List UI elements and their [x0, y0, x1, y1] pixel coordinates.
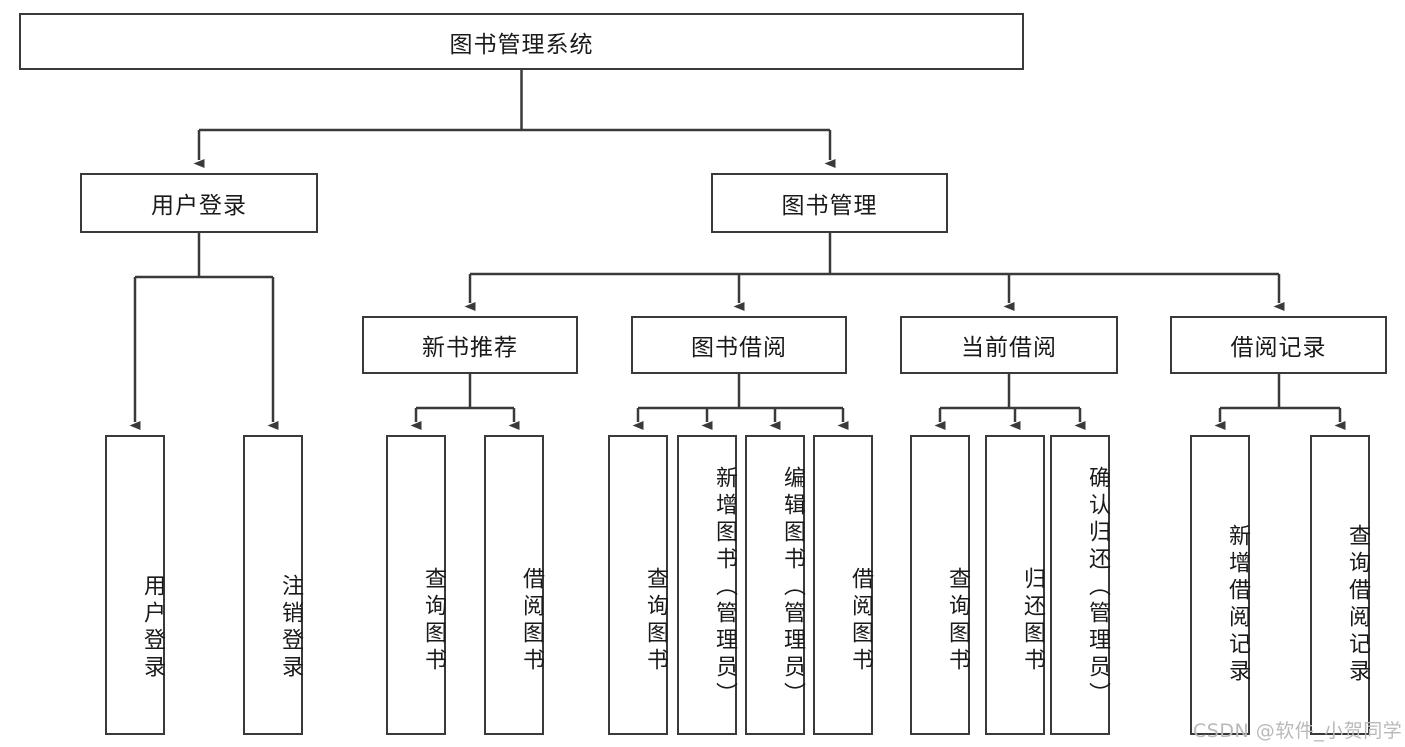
leaf-edit-book-label: 编辑图书（管理员） — [780, 465, 805, 709]
csdn-watermark: CSDN @软件_小贺同学 — [1193, 720, 1403, 742]
leaf-user-login-label: 用户登录 — [140, 574, 165, 682]
leaf-query-book-borrow-label: 查询图书 — [643, 567, 668, 675]
node-user-login[interactable]: 用户登录 — [80, 173, 318, 233]
leaf-return-book[interactable]: 归还图书 — [985, 435, 1045, 735]
leaf-query-book-borrow[interactable]: 查询图书 — [608, 435, 668, 735]
node-book-borrow[interactable]: 图书借阅 — [631, 316, 847, 374]
node-borrow-record-label: 借阅记录 — [1230, 335, 1327, 361]
node-current-borrow-label: 当前借阅 — [961, 335, 1057, 361]
leaf-logout[interactable]: 注销登录 — [243, 435, 303, 735]
leaf-borrow-book[interactable]: 借阅图书 — [813, 435, 873, 735]
leaf-add-book[interactable]: 新增图书（管理员） — [677, 435, 737, 735]
node-root-label: 图书管理系统 — [449, 31, 594, 58]
leaf-confirm-return-label: 确认归还（管理员） — [1085, 465, 1110, 709]
leaf-user-login[interactable]: 用户登录 — [105, 435, 165, 735]
node-book-manage-label: 图书管理 — [781, 193, 878, 219]
leaf-add-borrow-record-label: 新增借阅记录 — [1225, 524, 1250, 686]
leaf-query-book-current[interactable]: 查询图书 — [910, 435, 970, 735]
node-new-book-rec[interactable]: 新书推荐 — [362, 316, 578, 374]
leaf-borrow-book-new-rec[interactable]: 借阅图书 — [484, 435, 544, 735]
node-current-borrow[interactable]: 当前借阅 — [900, 316, 1118, 374]
node-borrow-record[interactable]: 借阅记录 — [1170, 316, 1387, 374]
leaf-edit-book[interactable]: 编辑图书（管理员） — [745, 435, 805, 735]
leaf-return-book-label: 归还图书 — [1020, 567, 1045, 675]
node-book-borrow-label: 图书借阅 — [691, 335, 787, 361]
leaf-query-book-current-label: 查询图书 — [945, 567, 970, 675]
leaf-query-borrow-record-label: 查询借阅记录 — [1345, 524, 1370, 686]
leaf-query-book-new-rec-label: 查询图书 — [421, 567, 446, 675]
node-root[interactable]: 图书管理系统 — [19, 13, 1024, 70]
leaf-borrow-book-label: 借阅图书 — [848, 567, 873, 675]
leaf-borrow-book-new-rec-label: 借阅图书 — [519, 567, 544, 675]
node-new-book-rec-label: 新书推荐 — [422, 335, 518, 361]
leaf-confirm-return[interactable]: 确认归还（管理员） — [1050, 435, 1110, 735]
node-user-login-label: 用户登录 — [151, 193, 247, 219]
leaf-add-borrow-record[interactable]: 新增借阅记录 — [1190, 435, 1250, 735]
leaf-query-borrow-record[interactable]: 查询借阅记录 — [1310, 435, 1370, 735]
leaf-logout-label: 注销登录 — [278, 574, 303, 682]
leaf-query-book-new-rec[interactable]: 查询图书 — [386, 435, 446, 735]
leaf-add-book-label: 新增图书（管理员） — [712, 465, 737, 709]
node-book-manage[interactable]: 图书管理 — [711, 173, 948, 233]
